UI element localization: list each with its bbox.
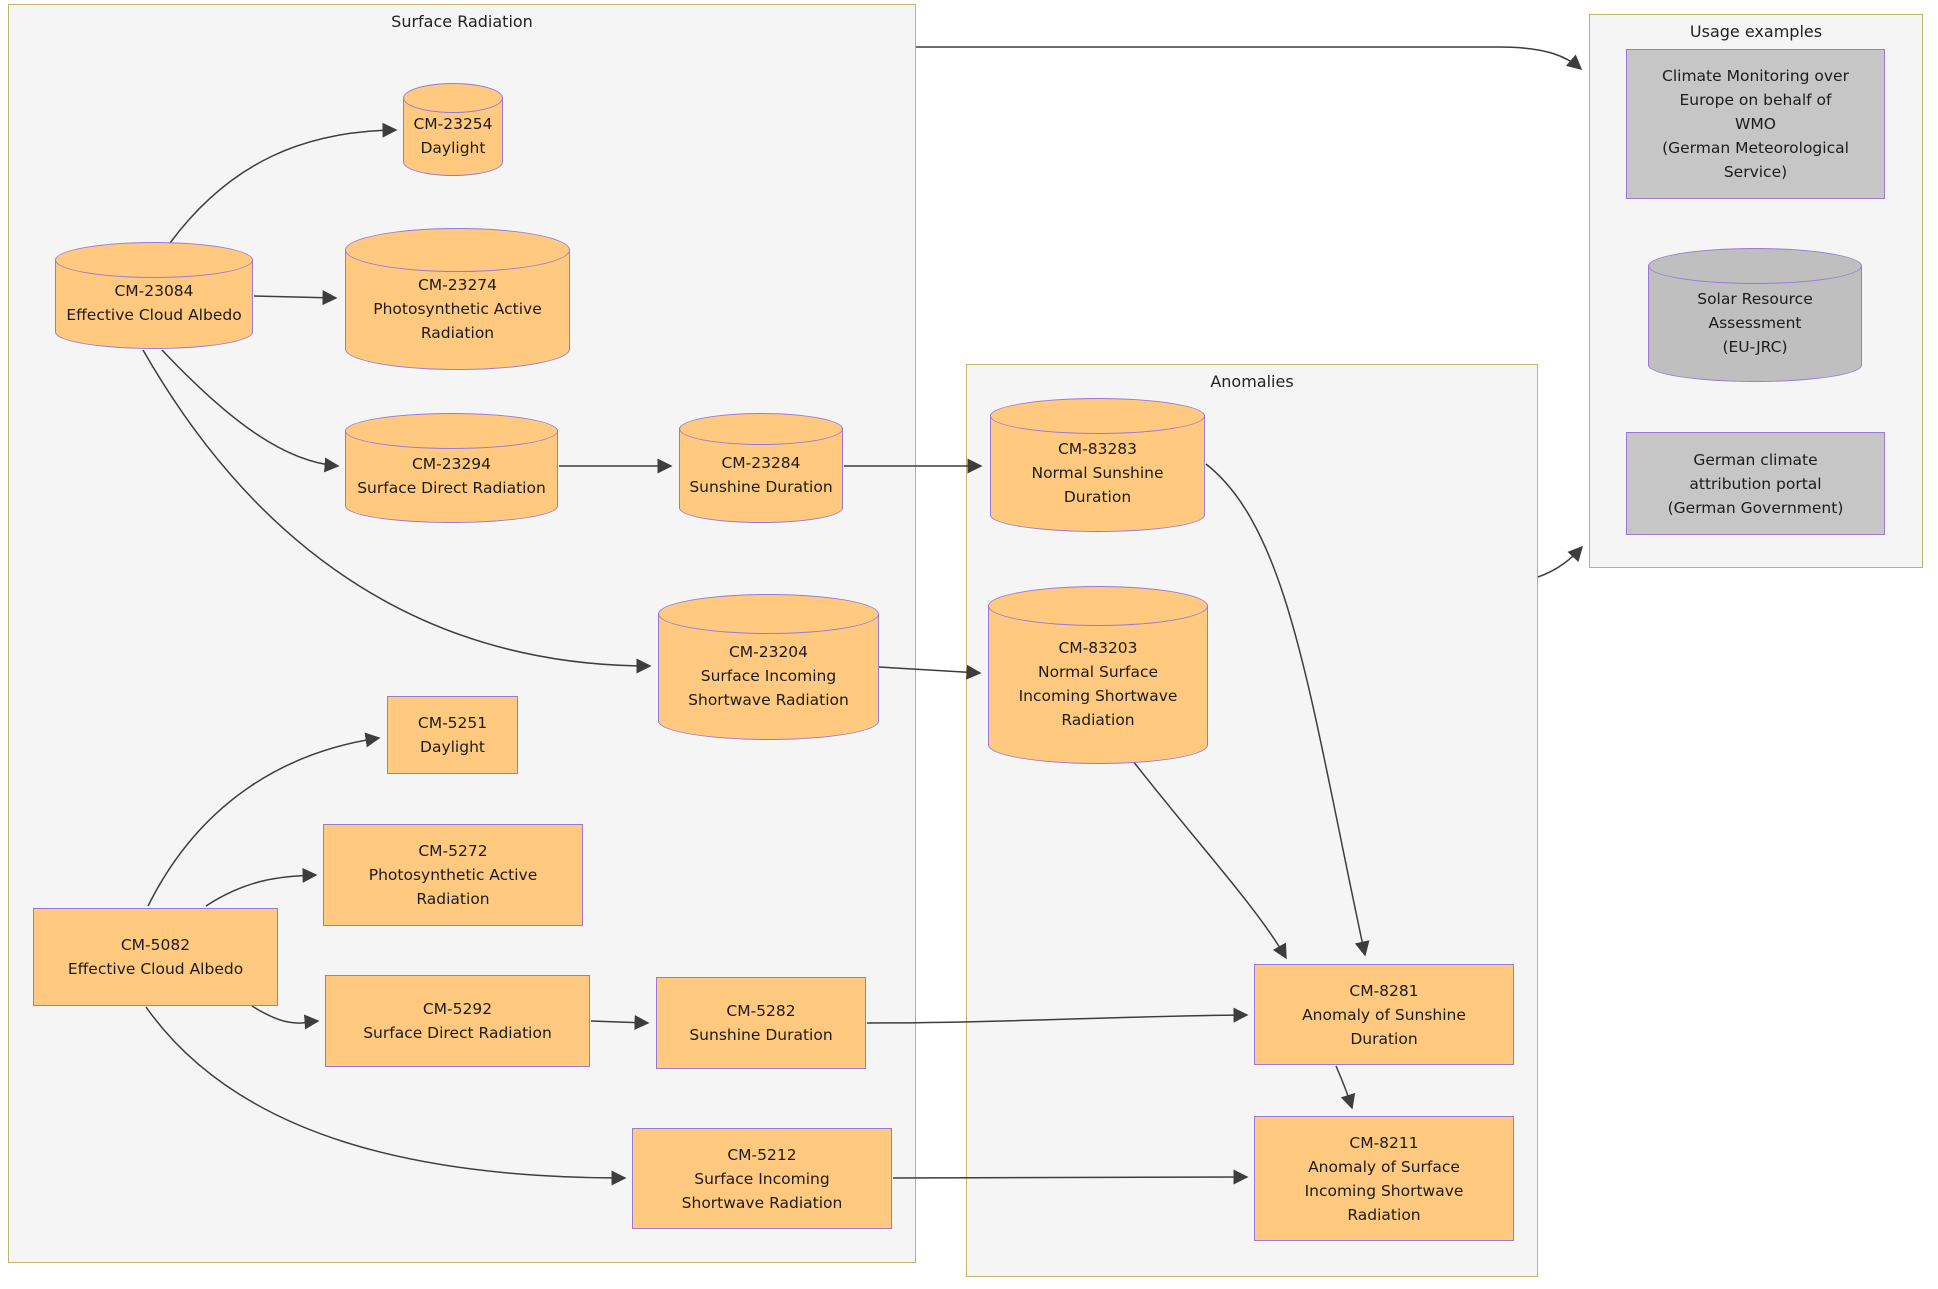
- node-label: CM-5272 Photosynthetic Active Radiation: [368, 842, 538, 908]
- node-usage-climate-monitoring: Climate Monitoring over Europe on behalf…: [1626, 49, 1885, 199]
- node-cm-5212: CM-5212 Surface Incoming Shortwave Radia…: [632, 1128, 892, 1229]
- node-cm-83203: CM-83203 Normal Surface Incoming Shortwa…: [988, 586, 1208, 764]
- cluster-usage-examples-label: Usage examples: [1689, 22, 1823, 41]
- node-label: CM-23084 Effective Cloud Albedo: [66, 282, 242, 324]
- node-label: CM-83283 Normal Sunshine Duration: [1031, 439, 1164, 506]
- node-label: Solar Resource Assessment (EU-JRC): [1697, 289, 1813, 356]
- node-label: German climate attribution portal (Germa…: [1667, 450, 1844, 517]
- node-cm-83283: CM-83283 Normal Sunshine Duration: [990, 398, 1205, 532]
- node-cm-5272: CM-5272 Photosynthetic Active Radiation: [323, 824, 583, 926]
- node-cm-5251: CM-5251 Daylight: [387, 696, 518, 774]
- node-cm-5292: CM-5292 Surface Direct Radiation: [325, 975, 590, 1067]
- edge-surface-usage: [916, 46, 1583, 70]
- node-label: CM-23254 Daylight: [413, 114, 493, 157]
- cluster-surface-radiation-label: Surface Radiation: [391, 12, 533, 31]
- node-cm-8211: CM-8211 Anomaly of Surface Incoming Shor…: [1254, 1116, 1514, 1241]
- node-cm-23274: CM-23274 Photosynthetic Active Radiation: [345, 228, 570, 370]
- node-cm-23204: CM-23204 Surface Incoming Shortwave Radi…: [658, 594, 879, 740]
- cylinder-shape: [990, 415, 1205, 532]
- node-label: CM-8281 Anomaly of Sunshine Duration: [1302, 981, 1466, 1048]
- node-label: CM-23204 Surface Incoming Shortwave Radi…: [688, 642, 849, 709]
- node-cm-8281: CM-8281 Anomaly of Sunshine Duration: [1254, 964, 1514, 1065]
- node-label: CM-5212 Surface Incoming Shortwave Radia…: [681, 1145, 843, 1212]
- node-label: CM-5292 Surface Direct Radiation: [363, 1000, 552, 1042]
- cylinder-shape: [658, 613, 879, 740]
- cylinder-shape: [1648, 265, 1862, 382]
- node-label: CM-23274 Photosynthetic Active Radiation: [373, 275, 542, 342]
- node-label: CM-5282 Sunshine Duration: [689, 1002, 833, 1044]
- node-usage-attribution-portal: German climate attribution portal (Germa…: [1626, 432, 1885, 535]
- node-label: Climate Monitoring over Europe on behalf…: [1662, 67, 1849, 181]
- node-label: CM-8211 Anomaly of Surface Incoming Shor…: [1304, 1133, 1464, 1224]
- node-cm-23254: CM-23254 Daylight: [403, 83, 503, 176]
- cluster-anomalies-label: Anomalies: [1210, 372, 1294, 391]
- node-usage-solar-resource: Solar Resource Assessment (EU-JRC): [1648, 248, 1862, 382]
- node-label: CM-83203 Normal Surface Incoming Shortwa…: [1018, 638, 1178, 729]
- node-label: CM-23294 Surface Direct Radiation: [357, 454, 546, 497]
- node-cm-23084: CM-23084 Effective Cloud Albedo: [55, 242, 253, 349]
- node-cm-23284: CM-23284 Sunshine Duration: [679, 413, 843, 523]
- node-cm-5282: CM-5282 Sunshine Duration: [656, 977, 866, 1069]
- node-label: CM-23284 Sunshine Duration: [689, 453, 833, 496]
- node-label: CM-5082 Effective Cloud Albedo: [67, 936, 244, 978]
- node-cm-23294: CM-23294 Surface Direct Radiation: [345, 413, 558, 523]
- node-label: CM-5251 Daylight: [417, 714, 488, 756]
- edge-anomalies-usage: [1537, 545, 1584, 578]
- node-cm-5082: CM-5082 Effective Cloud Albedo: [33, 908, 278, 1006]
